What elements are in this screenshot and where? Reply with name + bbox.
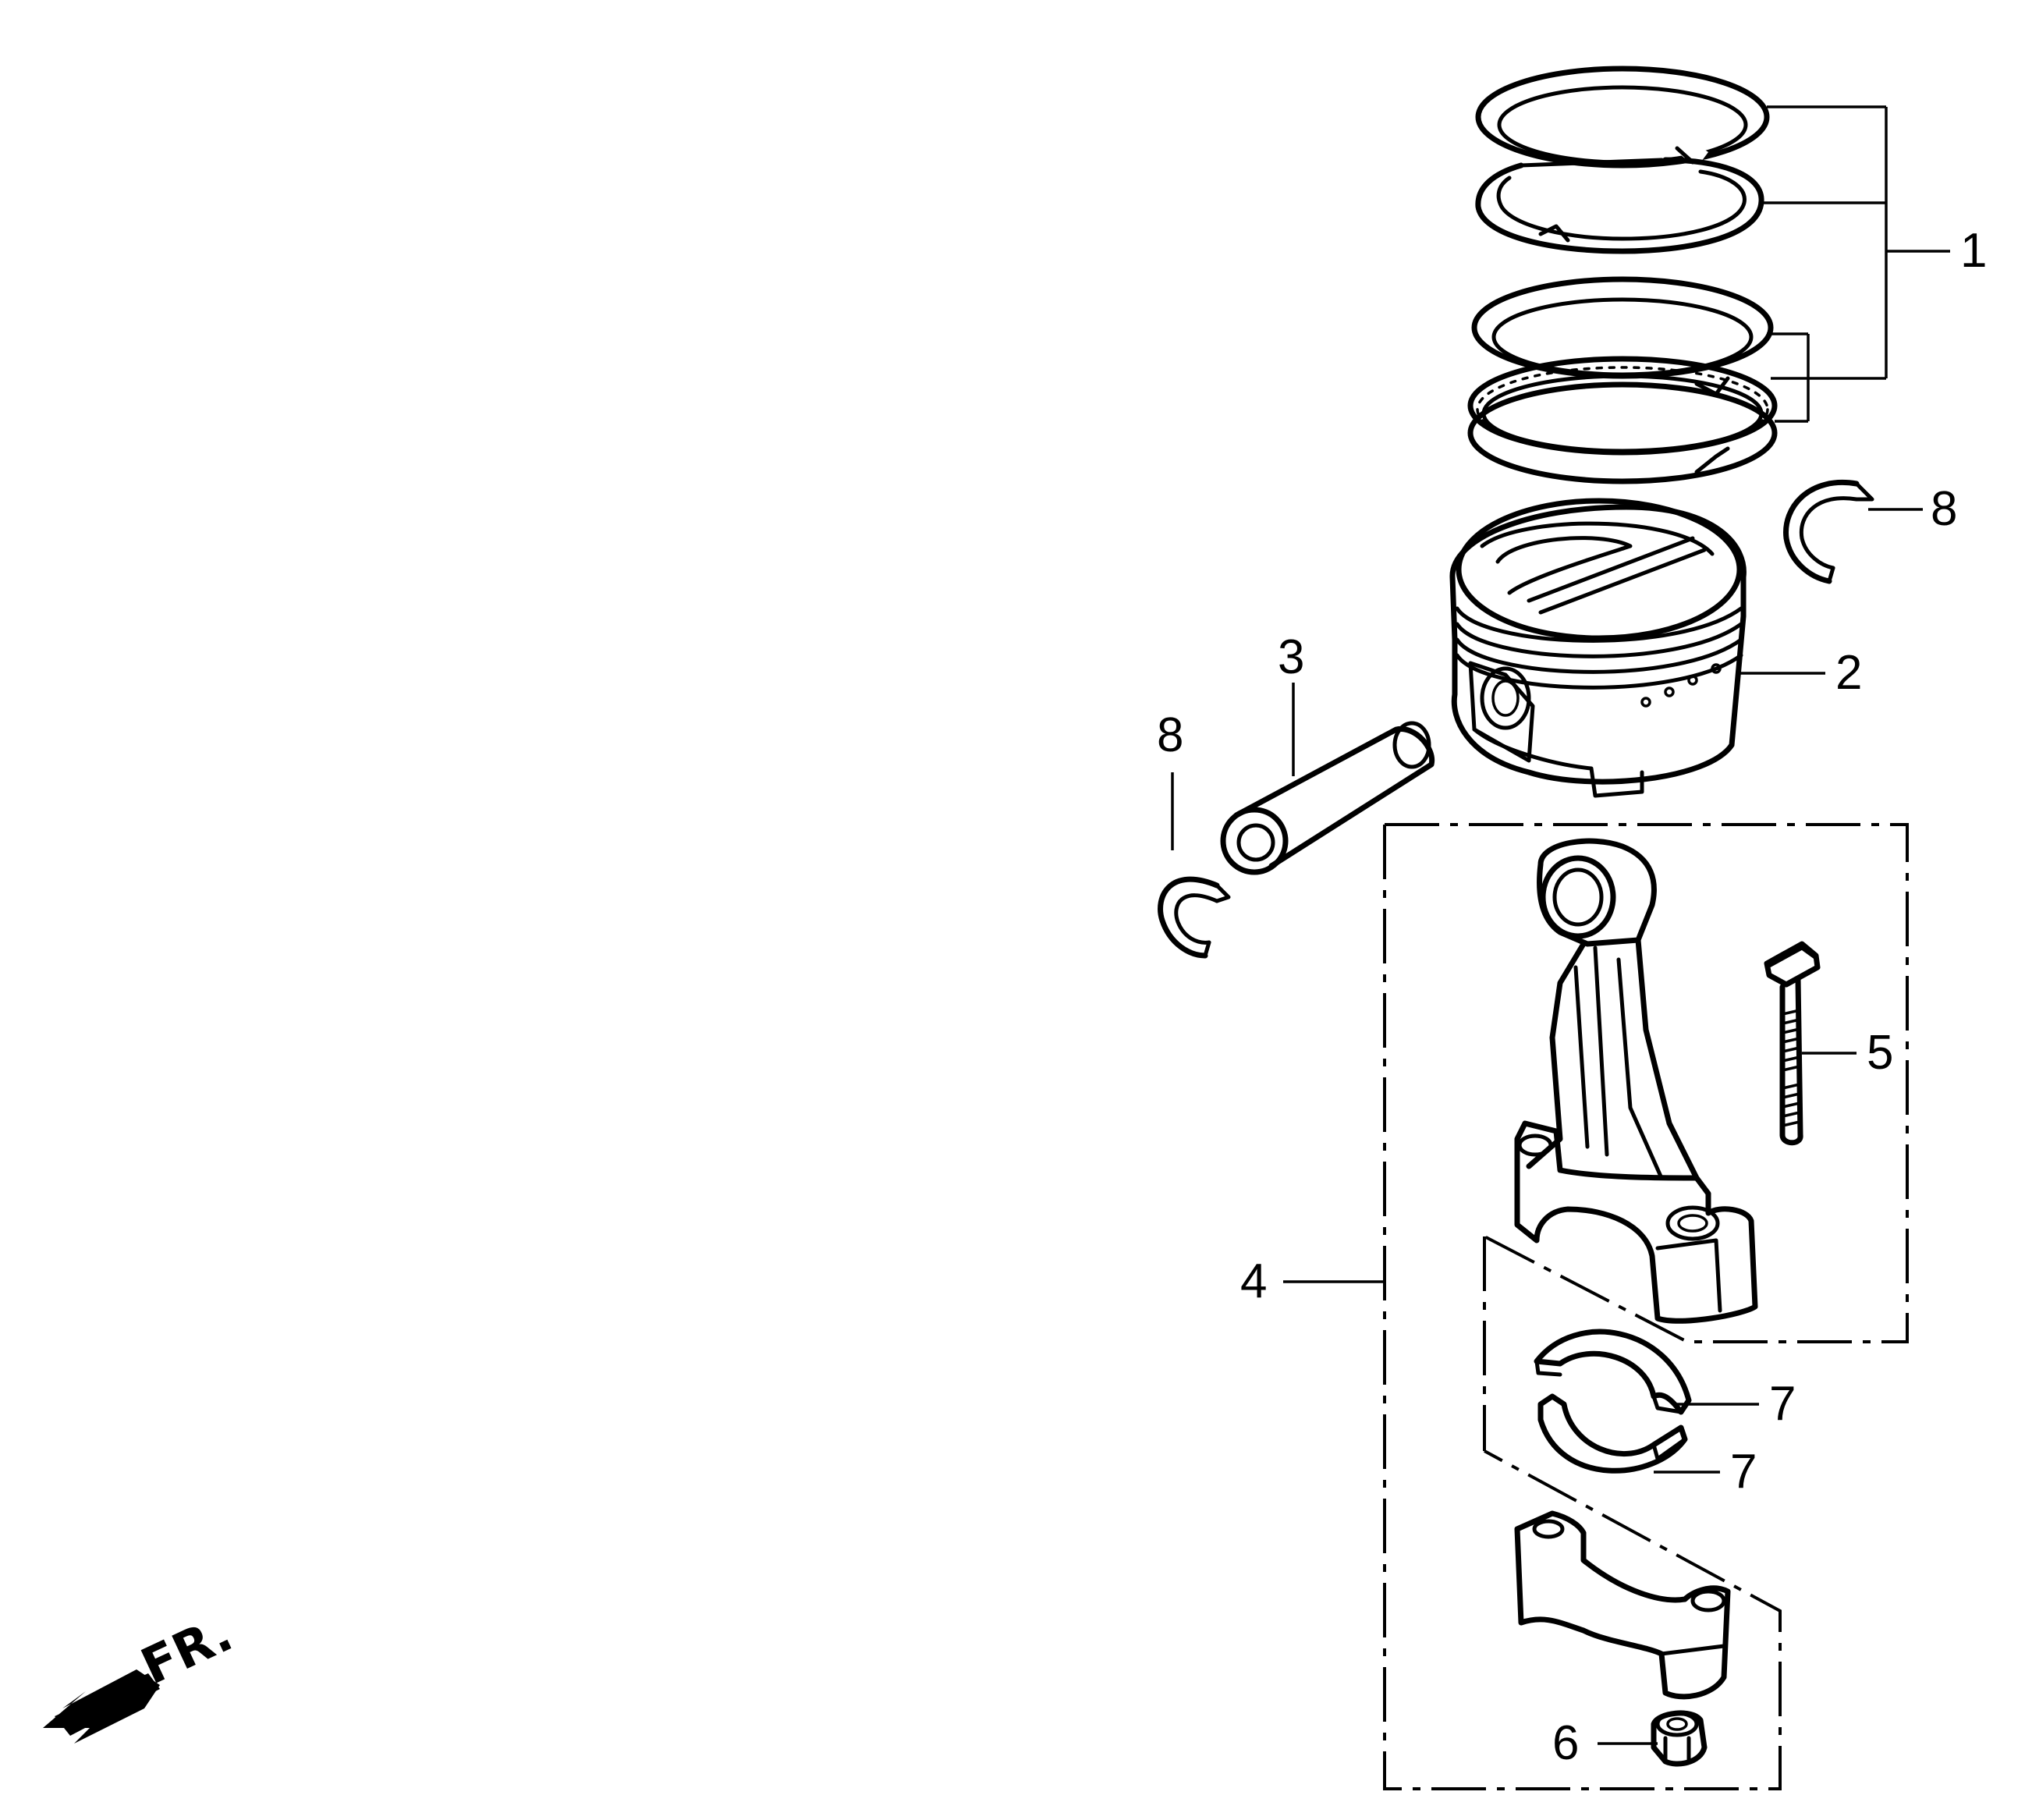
connecting-rod-bolt <box>1764 941 1821 1146</box>
oil-holes <box>1640 663 1722 708</box>
top-ring <box>1475 66 1770 169</box>
callout-3: 3 <box>1278 630 1304 684</box>
second-ring <box>1475 157 1764 254</box>
front-direction-indicator: FR. <box>43 1605 241 1744</box>
callout-7-upper: 7 <box>1769 1377 1796 1431</box>
pin-clip-right <box>1783 480 1874 584</box>
callout-8-left: 8 <box>1157 708 1183 762</box>
oil-ring <box>1467 356 1778 484</box>
connecting-rod-nut <box>1651 1710 1708 1767</box>
pin-clip-left <box>1158 876 1231 959</box>
ring-set-bracket <box>1761 105 1950 423</box>
callout-7-lower: 7 <box>1730 1445 1757 1499</box>
piston-pin <box>1220 721 1435 875</box>
piston <box>1449 498 1747 798</box>
callout-5: 5 <box>1867 1026 1893 1080</box>
callout-2: 2 <box>1835 646 1862 700</box>
bearing-lower <box>1537 1393 1688 1474</box>
bearing-upper <box>1534 1329 1692 1415</box>
callout-1: 1 <box>1960 224 1987 278</box>
bolt-threads <box>1781 1009 1801 1127</box>
callout-6: 6 <box>1552 1716 1579 1770</box>
connecting-rod-cap <box>1514 1510 1731 1700</box>
connecting-rod <box>1514 838 1758 1324</box>
callout-8-right: 8 <box>1931 482 1957 536</box>
piston-ring-set <box>1467 66 1950 484</box>
connecting-rod-assembly-box <box>1383 823 1909 1790</box>
callout-4: 4 <box>1240 1254 1267 1308</box>
